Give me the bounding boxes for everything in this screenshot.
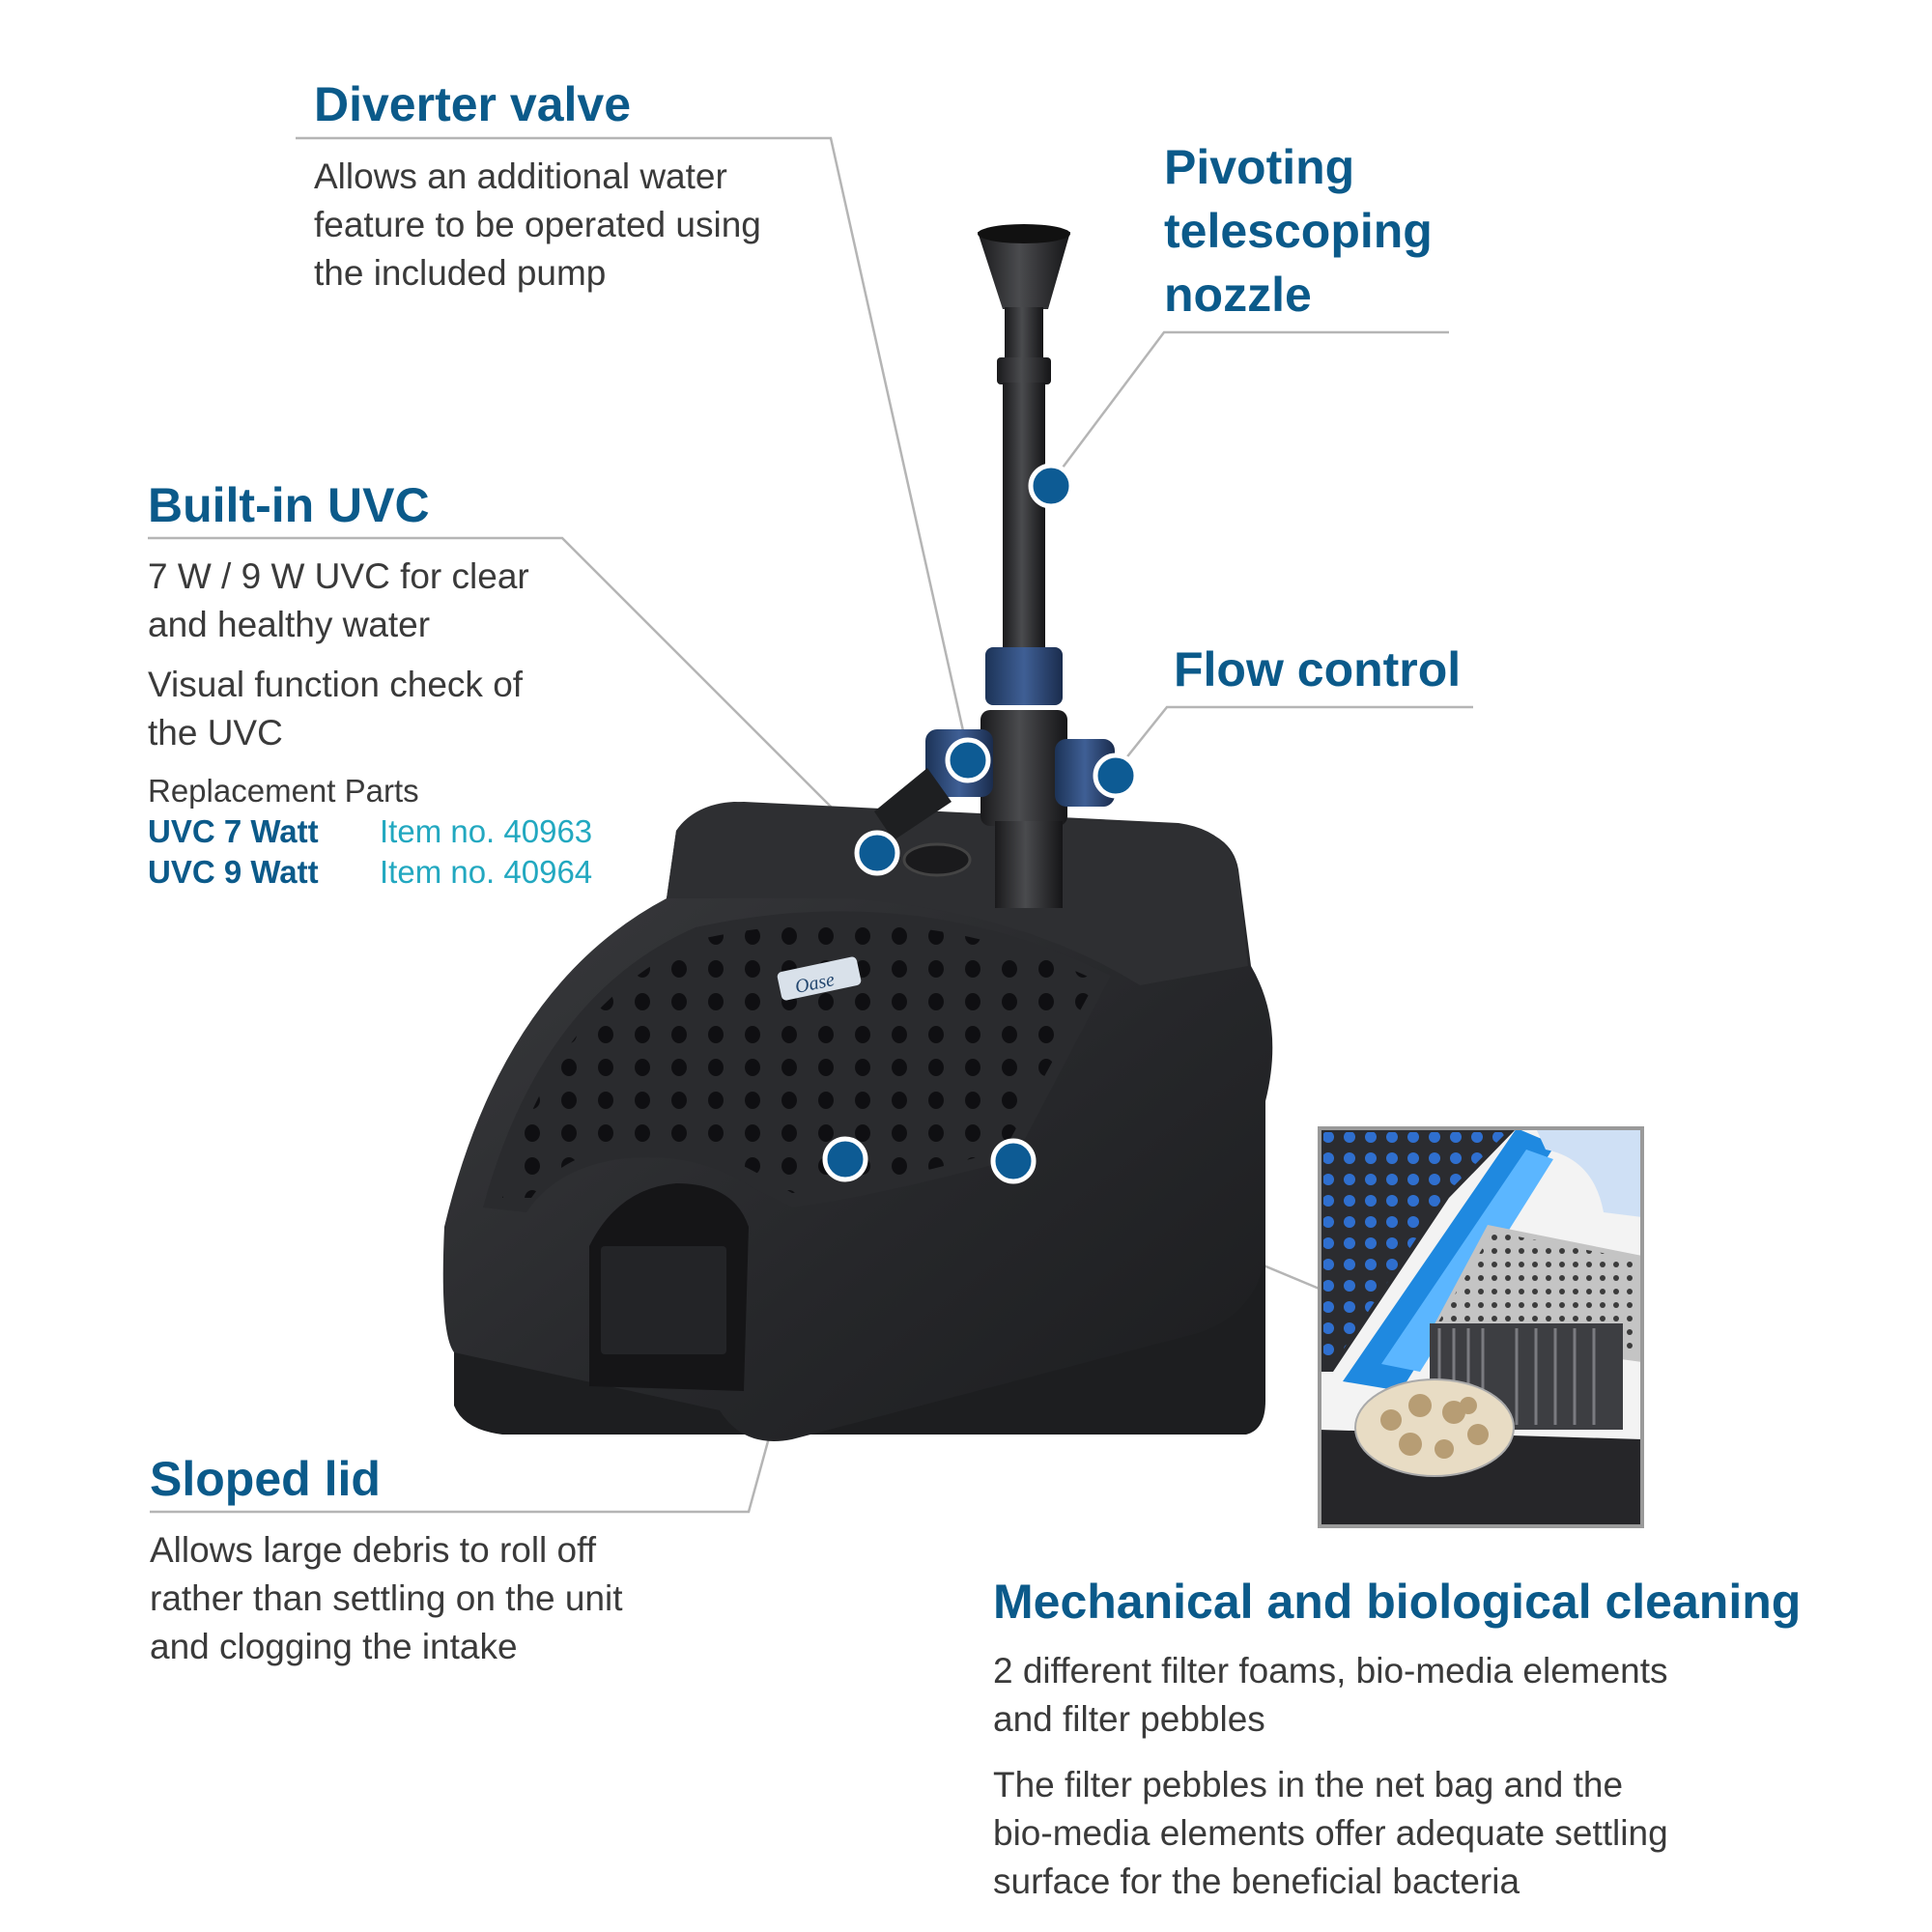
replacement-parts-label: Replacement Parts	[148, 773, 419, 809]
filter-pebbles	[1354, 1378, 1515, 1477]
cleaning-desc-line: The filter pebbles in the net bag and th…	[993, 1765, 1624, 1804]
part-name: UVC 9 Watt	[148, 854, 319, 890]
uvc-title: Built-in UVC	[148, 478, 430, 532]
diverter-desc-line: Allows an additional water	[314, 156, 727, 196]
dot-diverter	[945, 737, 991, 783]
nozzle-upper-tube	[1005, 307, 1043, 360]
diverter-desc-line: feature to be operated using	[314, 205, 761, 244]
cleaning-desc-line: surface for the beneficial bacteria	[993, 1861, 1520, 1901]
callout-sloped-lid: Sloped lid	[150, 1447, 381, 1511]
leader-diverter	[296, 136, 968, 745]
inset-frame	[1318, 1126, 1644, 1528]
dot-uvc	[854, 830, 900, 876]
filter-unit: Oase	[442, 802, 1273, 1441]
part-item-number: Item no. 40964	[380, 854, 593, 890]
unit-top-deck	[667, 802, 1248, 985]
inset-lamp	[1536, 1128, 1642, 1217]
lid-holes	[502, 923, 1096, 1198]
uvc-desc-line: and healthy water	[148, 605, 431, 644]
blue-foam-light	[1381, 1150, 1553, 1372]
lid-desc-line: and clogging the intake	[150, 1627, 518, 1666]
uvc-desc-line: the UVC	[148, 713, 283, 753]
callout-uvc: Built-in UVC	[148, 473, 430, 537]
uvc-indicator	[902, 842, 972, 877]
intake-door	[601, 1246, 726, 1354]
uvc-desc-line: Visual function check of	[148, 665, 524, 704]
riser-tube	[995, 821, 1063, 908]
diverter-title: Diverter valve	[314, 77, 632, 131]
diverter-description: Allows an additional water feature to be…	[314, 153, 761, 298]
uvc-description: 7 W / 9 W UVC for clear and healthy wate…	[148, 553, 592, 893]
leader-uvc	[148, 536, 878, 854]
diverter-desc-line: the included pump	[314, 253, 607, 293]
pebble-marks	[1380, 1394, 1489, 1459]
cleaning-desc-line: 2 different filter foams, bio-media elem…	[993, 1651, 1668, 1690]
inset-lid-holes	[1323, 1132, 1507, 1362]
cleaning-desc-line: and filter pebbles	[993, 1699, 1265, 1739]
cleaning-desc-line: bio-media elements offer adequate settli…	[993, 1813, 1668, 1853]
lid-title: Sloped lid	[150, 1452, 381, 1506]
blue-coupling	[985, 647, 1063, 705]
callout-cleaning: Mechanical and biological cleaning	[993, 1570, 1801, 1634]
part-row: UVC 7 Watt Item no. 40963	[148, 811, 592, 852]
dot-nozzle	[1028, 463, 1074, 509]
leader-nozzle	[1050, 330, 1449, 484]
oase-logo-plate	[777, 956, 862, 1001]
callout-flow-control: Flow control	[1174, 638, 1461, 701]
lid-desc-line: rather than settling on the unit	[150, 1578, 623, 1618]
nozzle-title-line: Pivoting	[1164, 140, 1355, 194]
dot-cleaning	[990, 1138, 1037, 1184]
uvc-desc-line: 7 W / 9 W UVC for clear	[148, 556, 529, 596]
hose-barb	[874, 768, 952, 840]
callout-dots	[822, 463, 1139, 1184]
part-name: UVC 7 Watt	[148, 813, 319, 849]
dot-lid	[822, 1136, 868, 1182]
nozzle-title-line: telescoping	[1164, 204, 1433, 258]
nozzle-head	[978, 232, 1070, 309]
callout-nozzle: Pivoting telescoping nozzle	[1164, 135, 1433, 327]
cleaning-description: 2 different filter foams, bio-media elem…	[993, 1647, 1668, 1906]
callout-diverter-valve: Diverter valve	[314, 72, 631, 136]
part-row: UVC 9 Watt Item no. 40964	[148, 852, 592, 893]
nozzle-joint	[997, 357, 1051, 384]
nozzle-assembly	[874, 224, 1115, 908]
nozzle-main-tube	[1003, 383, 1045, 648]
lid-description: Allows large debris to roll off rather t…	[150, 1526, 623, 1671]
cutaway-inset	[1318, 1126, 1644, 1528]
flow-title: Flow control	[1174, 642, 1462, 696]
nozzle-opening	[978, 224, 1070, 243]
leader-flow	[1112, 705, 1473, 776]
nozzle-title-line: nozzle	[1164, 268, 1312, 322]
dot-flow	[1093, 753, 1139, 799]
part-item-number: Item no. 40963	[380, 813, 593, 849]
lid-desc-line: Allows large debris to roll off	[150, 1530, 597, 1570]
cleaning-title: Mechanical and biological cleaning	[993, 1575, 1802, 1629]
tee-body	[980, 710, 1067, 826]
